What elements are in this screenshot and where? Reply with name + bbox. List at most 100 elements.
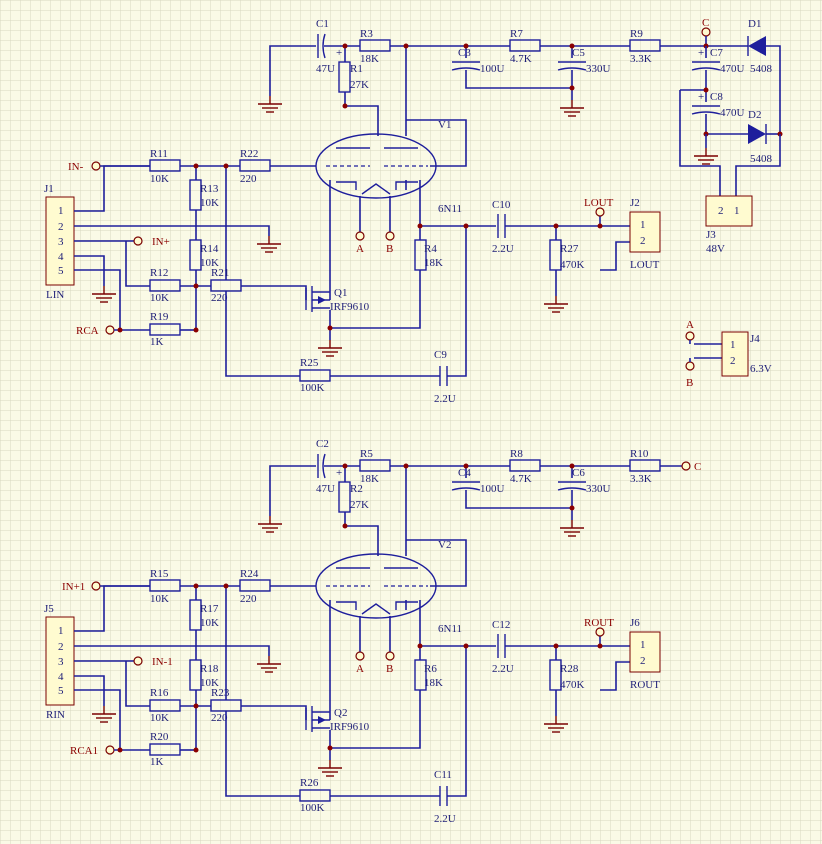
svg-text:R5: R5	[360, 448, 373, 460]
svg-text:J4: J4	[750, 333, 760, 345]
wire	[74, 269, 121, 330]
value: 10K	[200, 257, 219, 269]
wire	[125, 241, 150, 287]
connector-j2[interactable]	[629, 211, 661, 253]
value: 220	[211, 292, 228, 304]
port-out[interactable]	[595, 627, 605, 637]
port-a[interactable]	[355, 651, 365, 661]
diode-d1[interactable]	[747, 36, 766, 56]
port-label: IN-	[68, 161, 84, 173]
mosfet-q2[interactable]	[305, 706, 330, 732]
svg-text:C8: C8	[710, 91, 723, 103]
svg-text:100U: 100U	[480, 483, 505, 495]
value: 470K	[560, 259, 585, 271]
svg-text:R24: R24	[240, 568, 259, 580]
svg-text:3.3K: 3.3K	[630, 473, 652, 485]
svg-text:10K: 10K	[150, 712, 169, 724]
power-supply: C D1 5408 C7 470U + C8 470U +	[679, 17, 783, 389]
value: 2.2U	[492, 243, 514, 255]
svg-text:18K: 18K	[360, 473, 379, 485]
port-b[interactable]	[685, 361, 695, 371]
wire	[344, 92, 379, 136]
wire	[74, 255, 105, 286]
ref: R4	[424, 243, 437, 255]
port-label: IN+	[152, 236, 170, 248]
svg-text:C11: C11	[434, 769, 452, 781]
ref: C10	[492, 199, 511, 211]
port-in-plus1[interactable]	[91, 581, 101, 591]
connector-j3[interactable]	[705, 195, 753, 227]
value: 6N11	[438, 203, 462, 215]
connector-j1[interactable]: J1 LIN 1 2 3 4 5	[44, 183, 75, 301]
svg-text:220: 220	[240, 593, 257, 605]
svg-text:1: 1	[734, 205, 740, 217]
svg-text:18K: 18K	[424, 677, 443, 689]
svg-text:+: +	[336, 47, 342, 59]
connector-j6[interactable]	[629, 631, 661, 673]
svg-text:C4: C4	[458, 467, 471, 479]
svg-text:+: +	[698, 47, 704, 59]
port-a[interactable]	[355, 231, 365, 241]
value: 47U	[316, 63, 335, 75]
svg-text:2: 2	[640, 655, 646, 667]
wire	[269, 45, 316, 96]
port-b[interactable]	[385, 651, 395, 661]
svg-text:IN+1: IN+1	[62, 581, 85, 593]
port-c-bottom[interactable]	[681, 461, 691, 471]
port-in-minus[interactable]	[91, 161, 101, 171]
svg-text:D2: D2	[748, 109, 761, 121]
value: 18K	[424, 257, 443, 269]
port-rca1[interactable]	[105, 745, 115, 755]
svg-text:R17: R17	[200, 603, 219, 615]
right-channel: J5 RIN 1 2 3 4 5 IN+1 IN-1 RCA1 R15 10K …	[44, 438, 701, 825]
svg-text:LOUT: LOUT	[630, 259, 660, 271]
ref: R21	[211, 267, 229, 279]
svg-text:1K: 1K	[150, 756, 164, 768]
port-in-minus1[interactable]	[133, 656, 143, 666]
svg-text:5408: 5408	[750, 63, 773, 75]
port-a[interactable]	[685, 331, 695, 341]
ref: R27	[560, 243, 579, 255]
ref: C3	[458, 47, 471, 59]
connector-j4[interactable]	[721, 331, 749, 377]
svg-text:5408: 5408	[750, 153, 773, 165]
ref: R11	[150, 148, 168, 160]
svg-text:+: +	[698, 91, 704, 103]
ref: C1	[316, 18, 329, 30]
svg-text:1: 1	[640, 219, 646, 231]
port-rca[interactable]	[105, 325, 115, 335]
svg-text:J2: J2	[630, 197, 640, 209]
svg-text:RCA1: RCA1	[70, 745, 98, 757]
port-c[interactable]	[701, 27, 711, 37]
svg-text:10K: 10K	[150, 593, 169, 605]
connector-j5[interactable]: J5 RIN 1 2 3 4 5	[44, 603, 75, 721]
svg-text:A: A	[686, 319, 694, 331]
svg-text:1: 1	[58, 625, 64, 637]
svg-text:IN-1: IN-1	[152, 656, 173, 668]
value: 10K	[150, 173, 169, 185]
ref: C5	[572, 47, 585, 59]
ref: R7	[510, 28, 523, 40]
pin-number: 3	[58, 236, 64, 248]
port-b[interactable]	[385, 231, 395, 241]
svg-text:330U: 330U	[586, 483, 611, 495]
pin-number: 2	[58, 221, 64, 233]
port-label: RCA	[76, 325, 99, 337]
wire	[74, 225, 270, 236]
svg-text:R26: R26	[300, 777, 319, 789]
value: 27K	[350, 79, 369, 91]
ref: R22	[240, 148, 258, 160]
mosfet-q1[interactable]	[305, 286, 330, 312]
ref: R13	[200, 183, 219, 195]
svg-text:R20: R20	[150, 731, 169, 743]
svg-text:C12: C12	[492, 619, 510, 631]
port-out[interactable]	[595, 207, 605, 217]
svg-text:Q2: Q2	[334, 707, 347, 719]
svg-text:5: 5	[58, 685, 64, 697]
ref: R14	[200, 243, 219, 255]
svg-text:10K: 10K	[200, 677, 219, 689]
svg-text:ROUT: ROUT	[584, 617, 614, 629]
svg-text:3: 3	[58, 656, 64, 668]
port-in-plus[interactable]	[133, 236, 143, 246]
ref: R1	[350, 63, 363, 75]
